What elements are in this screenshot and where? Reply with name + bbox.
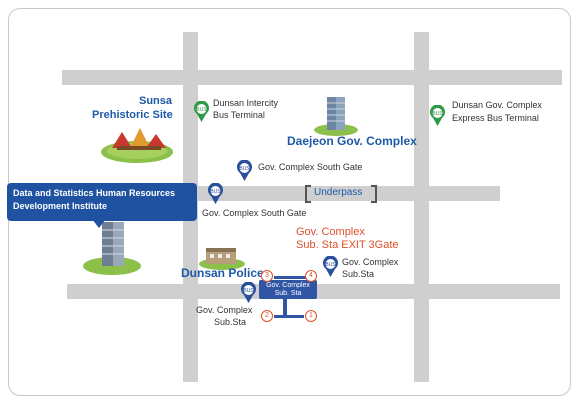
bus-stop-south-gate-upper-icon: BUS <box>236 160 253 182</box>
svg-text:BUS: BUS <box>210 189 221 195</box>
road-top-horizontal <box>62 70 562 85</box>
gov-complex-sub-station-box: Gov. Complex Sub. Sta <box>259 280 317 299</box>
dunsan-police-illustration <box>199 248 245 270</box>
bus-stop-intercity-icon: BUS <box>193 101 210 123</box>
underpass-bracket-right <box>371 185 377 203</box>
bus-stop-express-line2: Express Bus Terminal <box>452 113 539 123</box>
bus-stop-intercity-line2: Bus Terminal <box>213 110 265 120</box>
dsdi-building-illustration <box>83 222 141 275</box>
bus-stop-south-gate-lower-label: Gov. Complex South Gate <box>202 208 307 218</box>
subway-exit-label-line1: Gov. Complex <box>296 226 365 238</box>
station-bottom-bar <box>274 315 304 318</box>
dsdi-callout: Data and Statistics Human Resources Deve… <box>7 183 197 221</box>
exit-4-marker: 4 <box>305 270 317 282</box>
bus-stop-sub-sta-left-line1: Gov. Complex <box>196 305 253 315</box>
bus-stop-express-line1: Dunsan Gov. Complex <box>452 100 542 110</box>
dsdi-callout-line2: Development Institute <box>13 201 108 211</box>
bus-stop-intercity-line1: Dunsan Intercity <box>213 98 279 108</box>
underpass-label: Underpass <box>314 187 363 198</box>
svg-text:BUS: BUS <box>243 288 254 294</box>
station-stem <box>283 298 287 316</box>
sunsa-label-line2: Prehistoric Site <box>92 109 173 121</box>
svg-text:BUS: BUS <box>239 166 250 172</box>
station-box-line1: Gov. Complex <box>266 282 310 289</box>
underpass-bracket-left <box>305 185 311 203</box>
exit-2-marker: 2 <box>261 310 273 322</box>
dunsan-police-label: Dunsan Police <box>181 266 264 280</box>
sunsa-label-line1: Sunsa <box>139 95 173 107</box>
road-right-vertical <box>414 32 429 382</box>
svg-text:BUS: BUS <box>432 111 443 117</box>
daejeon-gov-complex-label: Daejeon Gov. Complex <box>287 134 417 148</box>
exit-3-marker: 3 <box>261 270 273 282</box>
bus-stop-express-icon: BUS <box>429 105 446 127</box>
bus-stop-sub-sta-right-line1: Gov. Complex <box>342 257 399 267</box>
svg-text:BUS: BUS <box>325 262 336 268</box>
bus-pin-text: BUS <box>196 107 207 113</box>
bus-stop-sub-sta-left-line2: Sub.Sta <box>214 317 247 327</box>
bus-stop-sub-sta-left-icon: BUS <box>240 282 257 304</box>
station-top-bar <box>274 276 308 279</box>
daejeon-gov-complex-illustration <box>314 97 358 136</box>
station-box-line2: Sub. Sta <box>274 290 302 297</box>
dsdi-callout-pointer <box>92 219 106 228</box>
dsdi-callout-line1: Data and Statistics Human Resources <box>13 188 176 198</box>
bus-stop-south-gate-lower-icon: BUS <box>207 183 224 205</box>
bus-stop-south-gate-upper-label: Gov. Complex South Gate <box>258 162 363 172</box>
exit-1-marker: 1 <box>305 310 317 322</box>
sunsa-site-illustration <box>101 128 173 163</box>
subway-exit-label-line2: Sub. Sta EXIT 3Gate <box>296 239 399 251</box>
bus-stop-sub-sta-right-line2: Sub.Sta <box>342 269 375 279</box>
bus-stop-sub-sta-right-icon: BUS <box>322 256 339 278</box>
